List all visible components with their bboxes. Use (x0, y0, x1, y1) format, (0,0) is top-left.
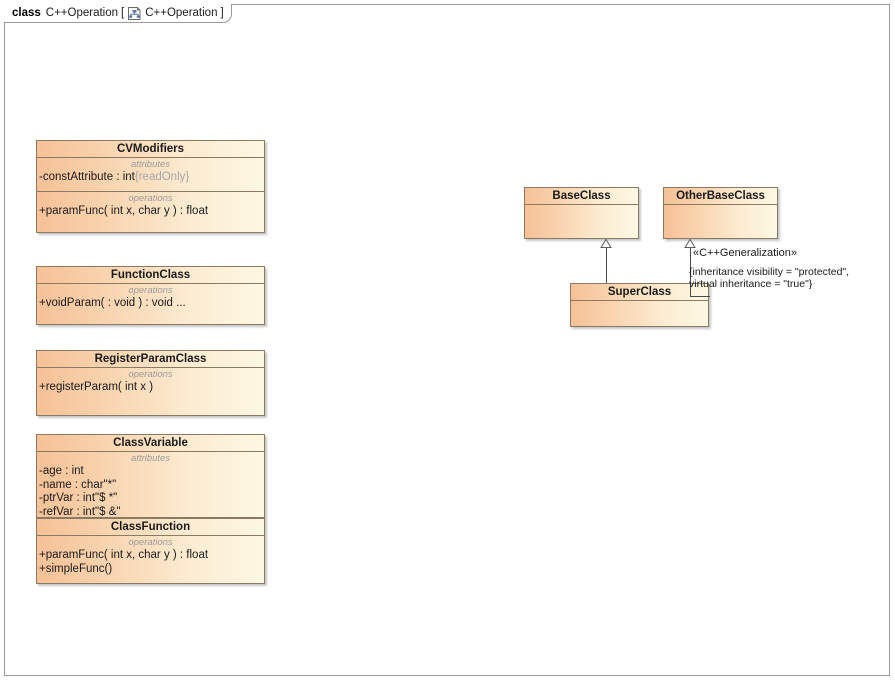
attribute-item[interactable]: -age : int (39, 465, 84, 477)
generalization-arrowhead (600, 238, 612, 248)
attribute-modifier: {readOnly} (134, 171, 190, 183)
class-name: SuperClass (571, 284, 708, 301)
operation-item[interactable]: +registerParam( int x ) (39, 381, 154, 393)
class-name: ClassFunction (37, 519, 264, 536)
diagram-tab-label: C++Operation (145, 7, 218, 19)
attribute-text: -constAttribute : int (39, 171, 135, 183)
class-name: RegisterParamClass (37, 351, 264, 368)
generalization-constraint-line1: {inheritance visibility = "protected", (689, 266, 850, 278)
attribute-item[interactable]: -name : char"*" (39, 478, 117, 491)
attributes-compartment: attributes -constAttribute : int{readOnl… (37, 158, 264, 192)
class-name: OtherBaseClass (664, 188, 777, 205)
attribute-item[interactable]: -refVar : int"$ &" (39, 505, 121, 518)
class-box-registerparamclass[interactable]: RegisterParamClass operations +registerP… (36, 350, 265, 416)
compartment-label-operations: operations (128, 369, 173, 380)
compartment-label-attributes: attributes (130, 453, 171, 464)
class-name: FunctionClass (37, 267, 264, 284)
class-box-superclass[interactable]: SuperClass (570, 283, 709, 327)
operation-item[interactable]: +paramFunc( int x, char y ) : float (39, 549, 209, 561)
bracket-open: [ (121, 7, 125, 19)
attribute-item[interactable]: -ptrVar : int"$ *" (39, 492, 118, 504)
diagram-keyword: class (12, 7, 41, 19)
diagram-header-tab[interactable]: class C++Operation [ C++Operation ] (4, 4, 232, 23)
operations-compartment: operations +registerParam( int x ) (37, 368, 264, 416)
class-box-otherbaseclass[interactable]: OtherBaseClass (663, 187, 778, 239)
compartment-label-attributes: attributes (130, 159, 171, 170)
generalization-stereotype-label: «C++Generalization» (693, 247, 797, 259)
diagram-name: C++Operation (45, 7, 119, 19)
class-box-classfunction[interactable]: ClassFunction operations +paramFunc( int… (36, 518, 265, 584)
class-name: CVModifiers (37, 141, 264, 158)
operations-compartment: operations +paramFunc( int x, char y ) :… (37, 536, 264, 584)
operations-compartment: operations +paramFunc( int x, char y ) :… (37, 192, 264, 233)
compartment-label-operations: operations (128, 193, 173, 204)
generalization-constraint-line2: virtual inheritance = "true"} (689, 278, 813, 290)
connector-line (690, 248, 691, 296)
class-box-cvmodifiers[interactable]: CVModifiers attributes -constAttribute :… (36, 140, 265, 233)
class-name: BaseClass (525, 188, 638, 205)
generalization-arrowhead (684, 238, 696, 248)
compartment-label-operations: operations (128, 537, 173, 548)
operation-item[interactable]: +voidParam( : void ) : void ... (39, 297, 186, 309)
class-box-classvariable[interactable]: ClassVariable attributes -age : int -nam… (36, 434, 265, 518)
class-name: ClassVariable (37, 435, 264, 452)
bracket-close: ] (220, 7, 224, 19)
attributes-compartment: attributes -age : int -name : char"*" -p… (37, 452, 264, 518)
operation-item[interactable]: +paramFunc( int x, char y ) : float (39, 205, 209, 217)
connector-line (690, 296, 710, 297)
operations-compartment: operations +voidParam( : void ) : void .… (37, 284, 264, 325)
attribute-item[interactable]: -constAttribute : int{readOnly} (37, 171, 264, 185)
compartment-label-operations: operations (128, 285, 173, 296)
class-box-baseclass[interactable]: BaseClass (524, 187, 639, 239)
class-box-functionclass[interactable]: FunctionClass operations +voidParam( : v… (36, 266, 265, 325)
connector-line (606, 248, 607, 283)
operation-item[interactable]: +simpleFunc() (39, 562, 113, 575)
class-diagram-icon (127, 6, 142, 21)
